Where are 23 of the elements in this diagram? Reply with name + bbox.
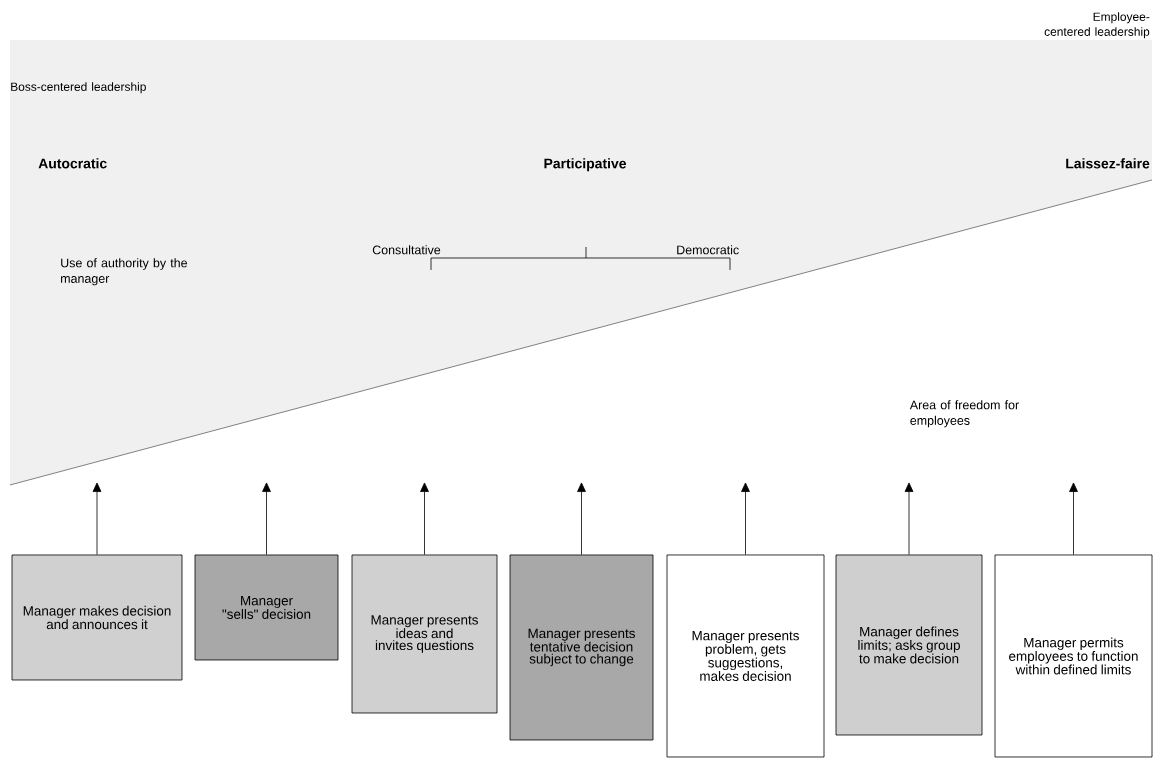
label: Consultative: [372, 245, 441, 255]
arrow: [904, 482, 914, 555]
step-box: Manager presents tentative decision subject to change: [509, 554, 654, 741]
heading: Autocratic: [38, 158, 107, 169]
step-box: Manager makes decision and announces it: [11, 554, 183, 681]
label: Boss-centered leadership: [11, 82, 146, 94]
arrow: [1069, 482, 1078, 555]
label: Use of authority by the manager: [61, 258, 187, 286]
arrow: [92, 482, 102, 555]
arrow: [420, 482, 429, 555]
step-box: Manager "sells" decision: [194, 554, 339, 661]
heading: Laissez-faire: [1066, 158, 1150, 169]
label: Employee-centered leadership: [1044, 12, 1150, 39]
step-box: Manager presents ideas and invites questions: [351, 554, 498, 714]
label: Area of freedom for employees: [909, 400, 1019, 428]
step-box: Manager presents problem, gets suggestions, makes decision: [666, 554, 825, 758]
heading: Participative: [544, 158, 626, 172]
step-box: Manager permits employees to function within defined limits: [994, 554, 1153, 758]
label: Democratic: [677, 245, 739, 255]
arrow: [741, 482, 750, 555]
arrow: [262, 482, 271, 555]
arrow: [577, 482, 586, 555]
step-box: Manager defines limits; asks group to make decision: [835, 554, 983, 736]
